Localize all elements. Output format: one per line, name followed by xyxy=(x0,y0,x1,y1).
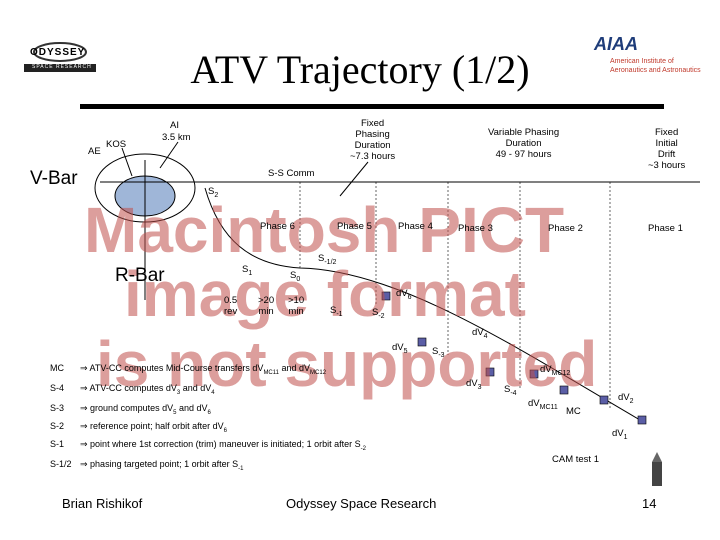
phase-5-label: Phase 5 xyxy=(337,221,372,232)
legend-s-minus4: S-4⇒ ATV-CC computes dV3 and dV4 xyxy=(50,383,215,396)
odyssey-logo-sub: SPACE RESEARCH xyxy=(32,64,92,70)
ss-comm-label: S-S Comm xyxy=(268,168,315,179)
odyssey-logo-mark xyxy=(24,42,96,72)
vbar-label: V-Bar xyxy=(30,168,78,189)
dv5-label: dV5 xyxy=(392,342,408,355)
page-number: 14 xyxy=(642,496,657,511)
s-minus4-label: S-4 xyxy=(504,384,517,397)
fixed-phasing-pointer xyxy=(339,161,369,197)
legend-mc: MC⇒ ATV-CC computes Mid-Course transfers… xyxy=(50,363,327,376)
dv1-marker xyxy=(637,415,647,425)
ai-label: AI xyxy=(170,120,179,131)
cam-test-label: CAM test 1 xyxy=(552,454,599,465)
legend-s-minus3: S-3⇒ ground computes dV5 and dV6 xyxy=(50,403,211,416)
kos-pointer xyxy=(121,147,133,177)
footer-author: Brian Rishikof xyxy=(62,496,143,511)
aiaa-logo-line2: Aeronautics and Astronautics xyxy=(610,67,701,74)
phase-6-label: Phase 6 xyxy=(260,221,295,232)
s-minus2-label: S-2 xyxy=(372,307,385,320)
approach-curve xyxy=(204,187,641,421)
aiaa-logo-line1: American Institute of xyxy=(610,58,674,65)
s-minus1-label: S-1 xyxy=(330,305,343,318)
dv3-marker xyxy=(485,367,495,377)
kos-label: KOS xyxy=(106,139,127,150)
dv2-label: dV2 xyxy=(618,392,634,405)
footer-organization: Odyssey Space Research xyxy=(286,496,437,511)
watermark-line-2: image format xyxy=(124,258,526,330)
mc-label: MC xyxy=(566,406,581,417)
phase-4-label: Phase 4 xyxy=(398,221,433,232)
dvmc11-label: dVMC11 xyxy=(528,398,558,411)
dv5-marker xyxy=(417,337,427,347)
atv-icon xyxy=(652,452,662,486)
legend-s-minus1: S-1⇒ point where 1st correction (trim) m… xyxy=(50,439,367,452)
dv1-label: dV1 xyxy=(612,428,628,441)
slide-title: ATV Trajectory (1/2) xyxy=(190,47,530,92)
ae-label: AE xyxy=(88,146,101,157)
dvmc12-label: dVMC12 xyxy=(540,364,571,377)
s0-label: S0 xyxy=(290,270,301,283)
ai-distance-label: 3.5 km xyxy=(162,132,191,143)
s-minus3-label: S-3 xyxy=(432,346,445,359)
dv4-label: dV4 xyxy=(472,327,488,340)
dv6-label: dV6 xyxy=(396,288,412,301)
legend-s-minus-half: S-1/2⇒ phasing targeted point; 1 orbit a… xyxy=(50,459,244,472)
dv3-label: dV3 xyxy=(466,378,482,391)
watermark-line-3: is not supported xyxy=(96,328,598,400)
s-half-label: S-1/2 xyxy=(318,253,337,266)
phase-3-label: Phase 3 xyxy=(458,223,493,234)
legend-s-minus2: S-2⇒ reference point; half orbit after d… xyxy=(50,421,227,434)
s1-label: S1 xyxy=(242,264,253,277)
odyssey-logo: ODYSSEY SPACE RESEARCH xyxy=(20,40,100,74)
watermark-line-1: Macintosh PICT xyxy=(84,194,565,266)
rbar-label: R-Bar xyxy=(115,265,165,286)
odyssey-logo-name: ODYSSEY xyxy=(30,47,86,58)
s2-label: S2 xyxy=(208,186,219,199)
dvmc11-marker xyxy=(559,385,569,395)
phase-2-label: Phase 2 xyxy=(548,223,583,234)
dv2-marker xyxy=(599,395,609,405)
phase-1-label: Phase 1 xyxy=(648,223,683,234)
aiaa-logo-name: AIAA xyxy=(594,34,638,54)
dvmc12-marker xyxy=(529,369,539,379)
ai-pointer xyxy=(159,141,179,169)
dv6-marker xyxy=(381,291,391,301)
aiaa-logo: AIAA American Institute of Aeronautics a… xyxy=(590,34,710,82)
title-rule xyxy=(80,104,664,109)
